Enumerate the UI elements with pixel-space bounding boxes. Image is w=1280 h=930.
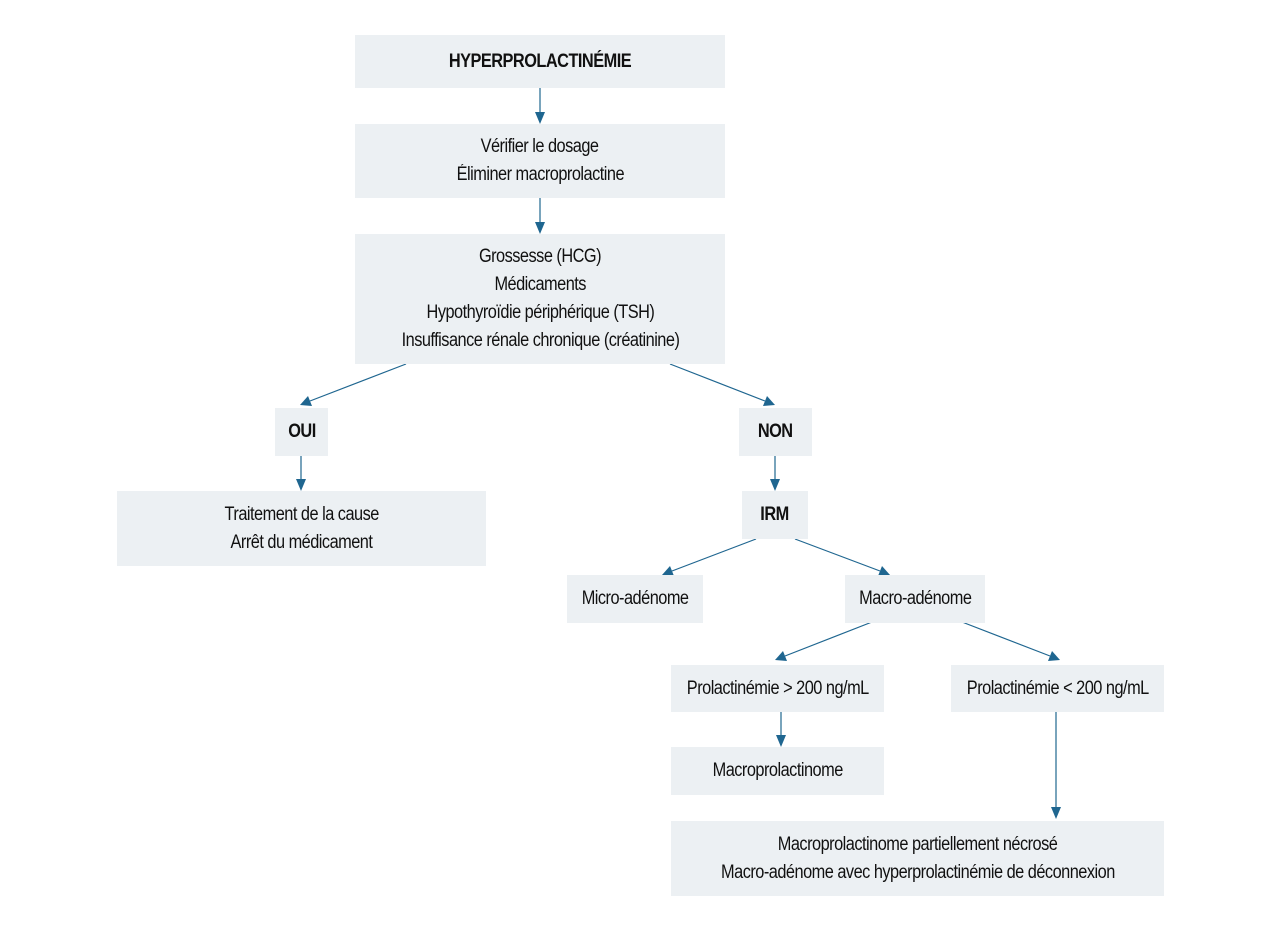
- node-label: Médicaments: [494, 274, 586, 295]
- node-label: Macroprolactinome: [712, 760, 843, 781]
- node-non: NON: [739, 408, 812, 456]
- node-label: Hypothyroïdie périphérique (TSH): [426, 302, 654, 323]
- node-label: Prolactinémie > 200 ng/mL: [686, 677, 869, 699]
- node-traitement: Traitement de la cause Arrêt du médicame…: [117, 491, 486, 566]
- node-label: Micro-adénome: [581, 588, 689, 609]
- node-macro-adenome: Macro-adénome: [845, 575, 985, 623]
- arrow-irm-to-macro: [794, 538, 890, 576]
- node-prolactinemie-inf-200: Prolactinémie < 200 ng/mL: [951, 665, 1164, 712]
- node-label: Arrêt du médicament: [230, 531, 373, 553]
- arrow-macro-to-prl-sup: [775, 621, 873, 661]
- node-hyperprolactinemie: HYPERPROLACTINÉMIE: [355, 35, 725, 88]
- node-label: NON: [758, 421, 793, 442]
- arrow-non-to-irm: [770, 456, 780, 491]
- node-causes: Grossesse (HCG) Médicaments Hypothyroïdi…: [355, 234, 725, 364]
- arrow-macro-to-prl-inf: [961, 621, 1060, 661]
- node-label: Traitement de la cause: [224, 503, 379, 525]
- node-label: Macro-adénome avec hyperprolactinémie de…: [720, 861, 1115, 883]
- arrow-hyper-to-verifier: [535, 88, 545, 124]
- node-label: HYPERPROLACTINÉMIE: [448, 50, 632, 72]
- node-label: Macro-adénome: [858, 588, 972, 609]
- arrow-irm-to-micro: [662, 538, 757, 576]
- arrow-causes-to-oui: [300, 363, 407, 406]
- node-label: Prolactinémie < 200 ng/mL: [966, 677, 1149, 699]
- node-label: Insuffisance rénale chronique (créatinin…: [401, 330, 679, 351]
- node-label: Macroprolactinome partiellement nécrosé: [777, 833, 1058, 855]
- node-irm: IRM: [742, 491, 808, 539]
- node-label: Éliminer macroprolactine: [456, 164, 624, 185]
- node-label: Vérifier le dosage: [481, 136, 599, 157]
- arrow-prl-inf-to-necrose: [1051, 712, 1061, 819]
- arrow-prl-sup-to-macroprolactinome: [776, 712, 786, 747]
- node-micro-adenome: Micro-adénome: [567, 575, 703, 623]
- node-label: IRM: [760, 504, 790, 525]
- arrow-causes-to-non: [669, 363, 775, 406]
- arrow-verifier-to-causes: [535, 198, 545, 234]
- arrow-oui-to-traitement: [296, 456, 306, 491]
- node-macroprolactinome-necrose: Macroprolactinome partiellement nécrosé …: [671, 821, 1164, 896]
- node-verifier-dosage: Vérifier le dosage Éliminer macroprolact…: [355, 124, 725, 198]
- node-label: Grossesse (HCG): [478, 246, 602, 267]
- node-macroprolactinome: Macroprolactinome: [671, 747, 884, 795]
- node-oui: OUI: [275, 408, 328, 456]
- node-label: OUI: [287, 421, 316, 442]
- node-prolactinemie-sup-200: Prolactinémie > 200 ng/mL: [671, 665, 884, 712]
